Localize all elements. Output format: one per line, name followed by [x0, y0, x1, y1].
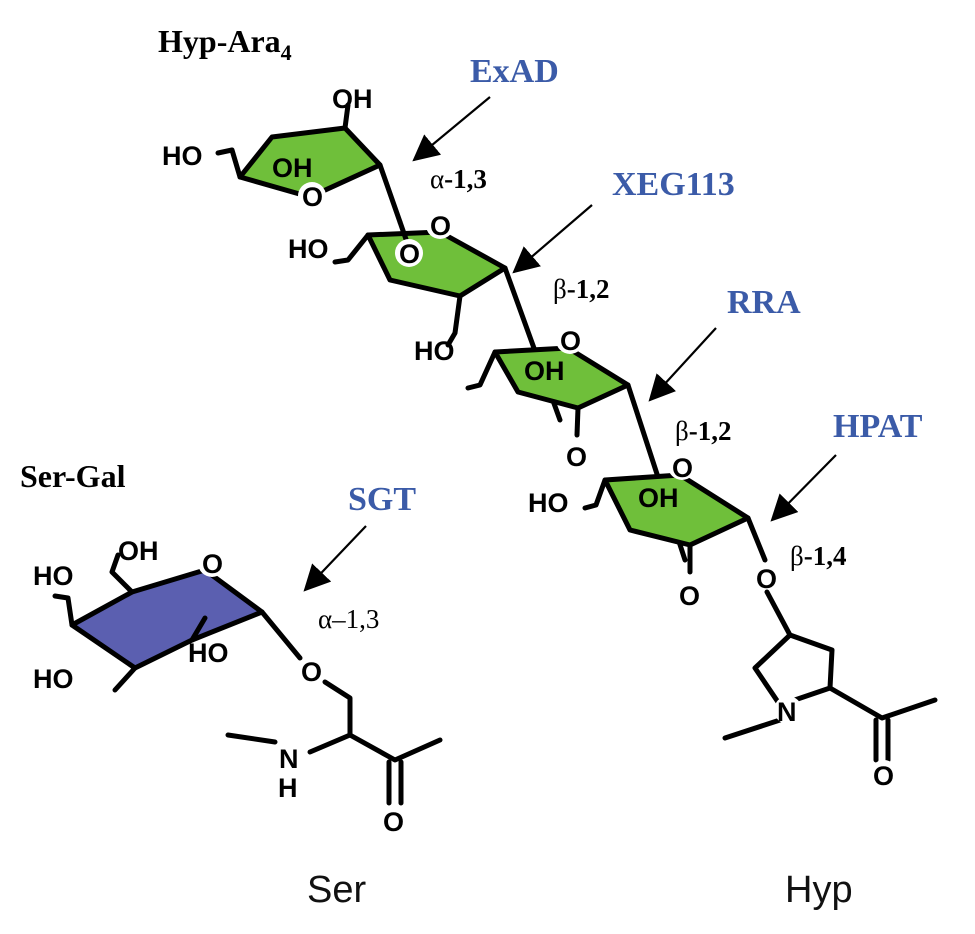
hydroxyproline-residue [722, 589, 938, 763]
atom-o-ser-carbonyl: O [383, 807, 404, 837]
arrow-sgt [303, 525, 367, 592]
enzyme-label-rra: RRA [727, 284, 801, 321]
galactose-ring [52, 552, 303, 693]
atom-n-hyp: N [777, 697, 797, 727]
atom-o-ring2-top: O [430, 211, 451, 241]
arrow-exad [412, 96, 491, 162]
linkage-beta-1-4: β-1,4 [790, 541, 847, 571]
atom-ho-gal-left: HO [33, 561, 74, 591]
title-hyp-ara4: Hyp-Ara4 [158, 23, 292, 65]
enzyme-label-sgt: SGT [348, 481, 416, 518]
atom-oh-ring3-inner: OH [524, 356, 565, 386]
atom-oh-ring1-inner: OH [272, 153, 313, 183]
atom-o-glycosidic-hyp: O [756, 564, 777, 594]
residue-label-hyp: Hyp [785, 869, 853, 911]
atom-ho-ring2-bottom: HO [414, 336, 455, 366]
atom-ho-gal-inner: HO [188, 638, 229, 668]
arabinose-ring-4 [582, 472, 768, 575]
atom-oh-ring4-inner: OH [638, 483, 679, 513]
atom-o-ring2-link: O [399, 239, 420, 269]
atom-ho-ring2-left: HO [288, 234, 329, 264]
arrow-xeg113 [512, 204, 593, 274]
atom-o-ring4-bottom: O [679, 581, 700, 611]
atom-ho-ring4-left: HO [528, 488, 569, 518]
atom-o-gal-ring: O [202, 549, 223, 579]
serine-residue [225, 679, 443, 806]
atom-ho-gal-bottom: HO [33, 664, 74, 694]
atom-ho-ring1-left: HO [162, 141, 203, 171]
atom-h-ser: H [278, 773, 298, 803]
enzyme-label-hpat: HPAT [833, 408, 923, 445]
atom-o-ring3-bottom: O [566, 442, 587, 472]
atom-o-hyp-carbonyl: O [873, 761, 894, 791]
linkage-beta-1-2-lower: β-1,2 [675, 416, 732, 446]
enzyme-label-exad: ExAD [470, 53, 559, 90]
linkage-beta-1-2-upper: β-1,2 [553, 274, 610, 304]
arrow-rra [648, 327, 717, 402]
arrow-hpat [770, 454, 837, 522]
linkage-alpha-1-3-top: α-1,3 [430, 164, 487, 194]
linkage-alpha-1-3-ser: α–1,3 [318, 604, 379, 634]
atom-o-ring4-top: O [672, 453, 693, 483]
atom-o-glycosidic-ser: O [301, 657, 322, 687]
atom-n-ser: N [279, 744, 299, 774]
atom-oh-gal-top: OH [118, 536, 159, 566]
atom-o-ring3-top: O [560, 326, 581, 356]
atom-o-ring1: O [302, 182, 323, 212]
atom-oh-ring1-top: OH [332, 84, 373, 114]
title-ser-gal: Ser-Gal [20, 458, 126, 494]
residue-label-ser: Ser [307, 869, 366, 911]
enzyme-label-xeg113: XEG113 [612, 166, 735, 203]
